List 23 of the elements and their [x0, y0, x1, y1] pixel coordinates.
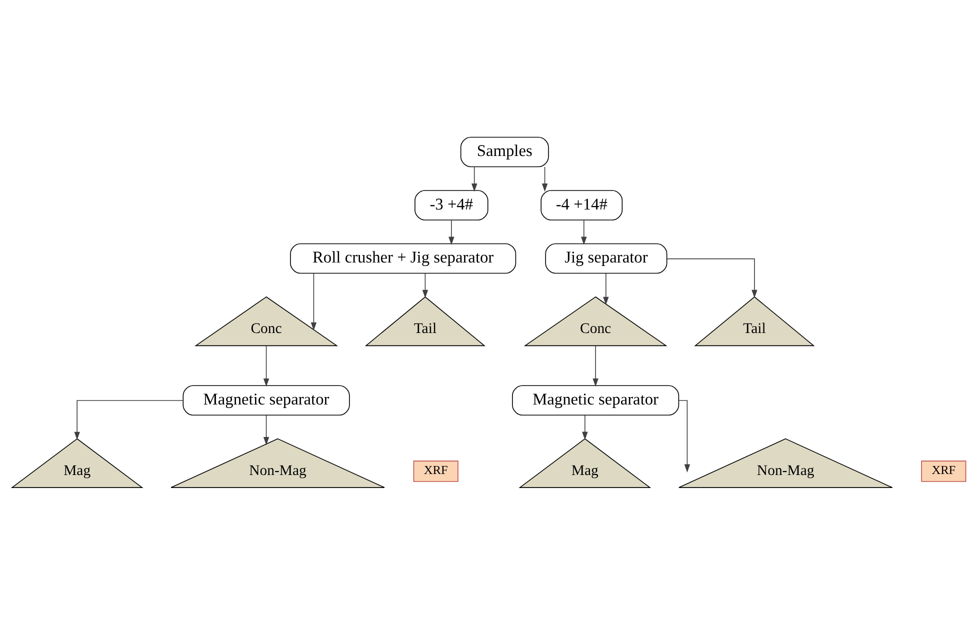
arrow — [448, 220, 454, 245]
node-box: -3 +4# — [414, 190, 488, 220]
arrow — [592, 345, 598, 387]
arrow — [678, 400, 690, 472]
arrow — [422, 273, 428, 298]
node-box: Jig separator — [545, 243, 668, 274]
arrow — [581, 220, 587, 245]
arrow — [310, 273, 317, 331]
arrow — [603, 273, 609, 306]
node-box: -4 +14# — [540, 190, 623, 220]
node-box: Magnetic separator — [512, 385, 680, 416]
node-box: Magnetic separator — [182, 385, 350, 416]
arrow — [471, 166, 478, 192]
arrow — [542, 166, 548, 192]
node-box: Samples — [460, 136, 549, 168]
arrow — [263, 414, 270, 446]
arrow — [74, 400, 184, 440]
arrow — [666, 258, 758, 298]
arrow — [263, 345, 270, 387]
node-box: XRF — [413, 460, 458, 482]
node-box: XRF — [921, 460, 966, 482]
arrow — [582, 414, 588, 440]
node-box: Roll crusher + Jig separator — [290, 243, 516, 274]
